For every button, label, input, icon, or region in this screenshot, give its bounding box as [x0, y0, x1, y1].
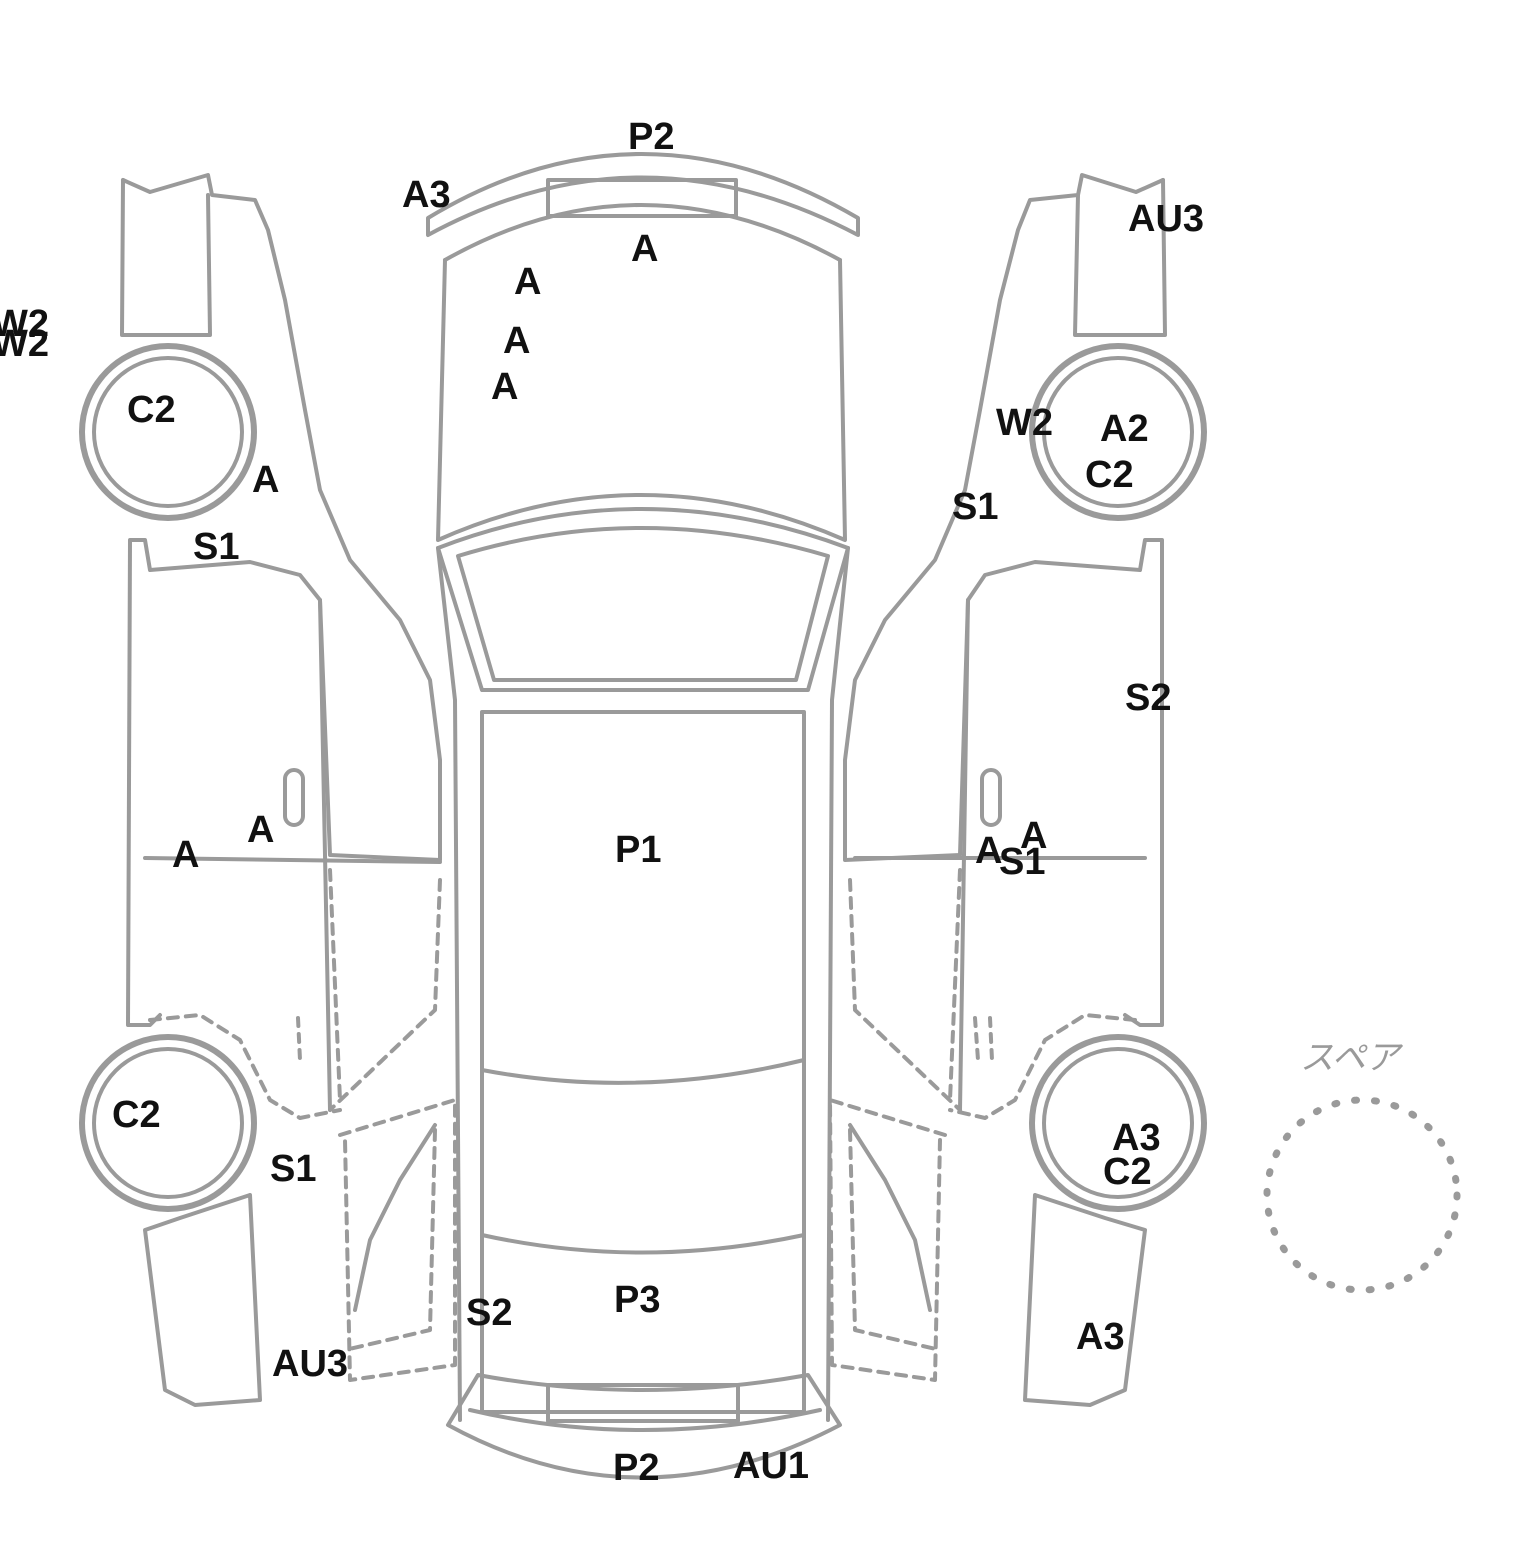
- damage-mark: A: [514, 261, 542, 303]
- damage-mark: C2: [127, 389, 176, 431]
- left-side-view: [79, 173, 457, 1407]
- damage-mark: W2: [0, 303, 49, 345]
- damage-mark: A: [1020, 815, 1048, 857]
- damage-mark: A: [491, 366, 519, 408]
- damage-mark: S1: [999, 841, 1046, 883]
- damage-mark: P2: [628, 116, 675, 158]
- damage-mark: A3: [1112, 1117, 1161, 1159]
- damage-mark: AU3: [272, 1343, 349, 1385]
- spare-label: スペア: [1300, 1038, 1400, 1078]
- damage-mark: P1: [615, 829, 662, 871]
- damage-mark: A: [247, 809, 275, 851]
- damage-mark: A: [252, 459, 280, 501]
- damage-mark: A: [503, 320, 531, 362]
- damage-mark: S1: [270, 1148, 317, 1190]
- damage-mark: P2: [613, 1447, 660, 1489]
- damage-mark: P3: [614, 1279, 661, 1321]
- damage-mark: AU1: [733, 1445, 810, 1487]
- damage-mark: W2: [996, 402, 1053, 444]
- top-view: [426, 152, 860, 1480]
- damage-mark: A3: [402, 174, 451, 216]
- right-side-view: [828, 173, 1207, 1407]
- damage-mark: AU3: [1128, 198, 1205, 240]
- damage-mark: A: [631, 228, 659, 270]
- damage-mark: S1: [193, 526, 240, 568]
- damage-mark: C2: [1103, 1151, 1152, 1193]
- damage-mark: S2: [466, 1292, 513, 1334]
- damage-mark: W2: [0, 323, 49, 365]
- damage-mark: S2: [1125, 677, 1172, 719]
- spare-tire-icon: [1263, 1096, 1461, 1294]
- damage-mark: A: [975, 830, 1003, 872]
- damage-mark: C2: [1085, 454, 1134, 496]
- damage-mark: A: [172, 834, 200, 876]
- damage-mark: C2: [112, 1094, 161, 1136]
- damage-mark: S1: [952, 486, 999, 528]
- damage-mark: A3: [1076, 1316, 1125, 1358]
- damage-mark: A2: [1100, 408, 1149, 450]
